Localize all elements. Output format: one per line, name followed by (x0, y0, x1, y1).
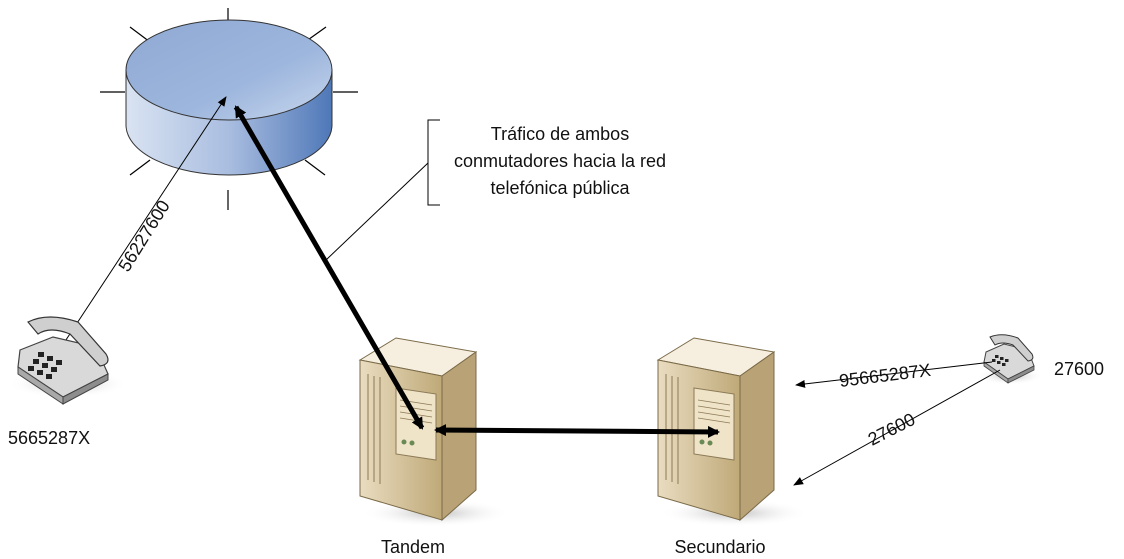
callout-bracket (325, 119, 440, 261)
link-phone-right-to-secundario-lower (793, 369, 1001, 486)
link-phone-left-to-network (57, 96, 227, 353)
telephone-right-icon (976, 334, 1044, 385)
link-tandem-to-secundario (434, 424, 720, 438)
link-label-56227600: 56227600 (114, 197, 173, 276)
callout-line-1: Tráfico de ambos (491, 124, 629, 144)
server-tandem-label: Tandem (381, 537, 445, 557)
callout-line-3: telefónica pública (490, 178, 630, 198)
public-network-icon (100, 8, 358, 210)
phone-left-number: 5665287X (8, 428, 90, 448)
phone-right-number: 27600 (1054, 359, 1104, 379)
server-secundario-label: Secundario (674, 537, 765, 557)
telephone-left-icon (8, 316, 128, 405)
server-secundario-icon (656, 337, 809, 527)
link-label-95665287x: 95665287X (838, 360, 932, 391)
link-network-to-tandem (233, 105, 425, 430)
link-phone-right-to-secundario-upper (795, 361, 993, 388)
callout-line-2: conmutadores hacia la red (454, 151, 666, 171)
link-label-27600: 27600 (865, 409, 919, 450)
